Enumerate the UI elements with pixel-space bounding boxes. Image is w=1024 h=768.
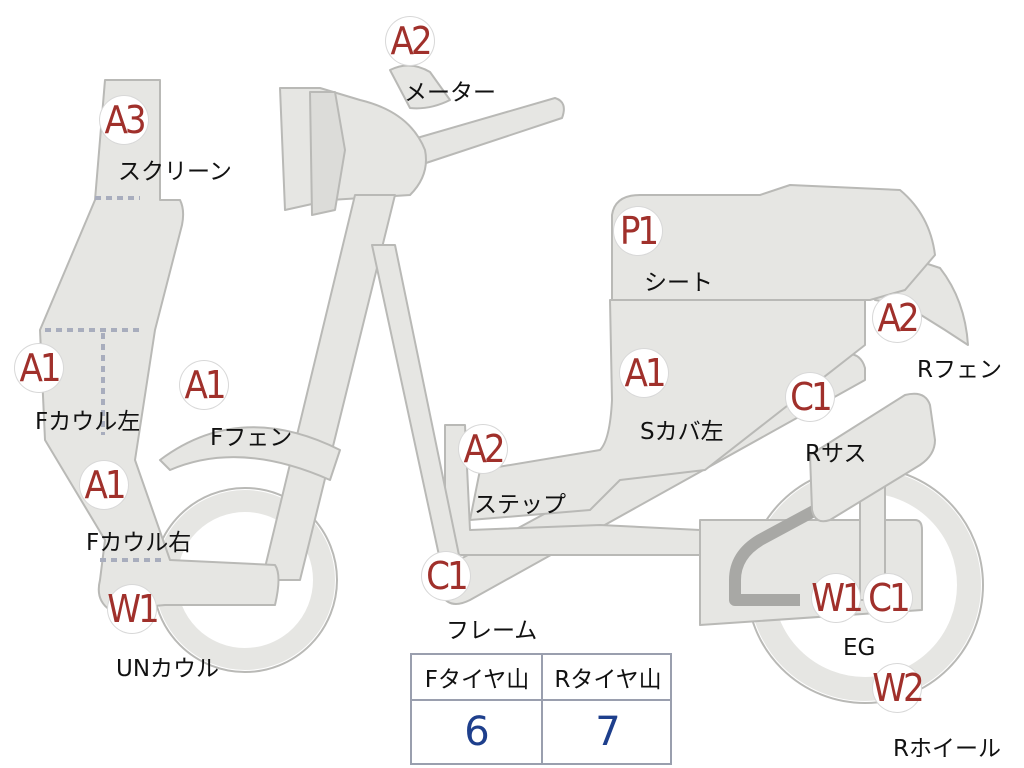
label-rwheel: Rホイール xyxy=(893,736,1001,762)
badge-step[interactable]: A2 xyxy=(459,425,507,473)
label-rsus: Rサス xyxy=(805,441,867,467)
label-step: ステップ xyxy=(474,492,566,518)
badge-screen[interactable]: A3 xyxy=(100,96,148,144)
badge-eg-c[interactable]: C1 xyxy=(864,574,912,622)
side-cover xyxy=(469,299,866,521)
label-eg: EG xyxy=(843,635,876,661)
badge-rwheel[interactable]: W2 xyxy=(872,664,925,712)
label-screen: スクリーン xyxy=(118,159,232,185)
header-rear-tire: Rタイヤ山 xyxy=(554,667,662,693)
front-fender-shape xyxy=(159,426,341,481)
badge-meter[interactable]: A2 xyxy=(386,17,434,65)
badge-fcowl-left[interactable]: A1 xyxy=(15,344,63,392)
value-rear-tire[interactable]: 7 xyxy=(595,709,621,755)
badge-rfender[interactable]: A2 xyxy=(873,294,921,342)
badge-rsus[interactable]: C1 xyxy=(786,373,834,421)
seat-shape xyxy=(611,184,936,301)
exhaust-pipe xyxy=(729,499,828,606)
label-fcowl-right: Fカウル右 xyxy=(86,530,192,556)
badge-ffender[interactable]: A1 xyxy=(180,361,228,409)
tire-tread-table: Fタイヤ山 Rタイヤ山 6 7 xyxy=(410,653,672,765)
label-ffender: Fフェン xyxy=(210,425,293,451)
handlebar xyxy=(409,97,565,166)
label-un-cowl: UNカウル xyxy=(116,656,220,682)
label-rfender: Rフェン xyxy=(917,357,1002,383)
table-divider-vertical xyxy=(541,655,543,763)
meter-pod xyxy=(389,64,451,110)
badge-fcowl-right[interactable]: A1 xyxy=(80,461,128,509)
badge-frame[interactable]: C1 xyxy=(422,552,470,600)
badge-eg-w[interactable]: W1 xyxy=(811,574,864,622)
headlight-rim xyxy=(309,91,346,216)
label-meter: メーター xyxy=(404,80,496,106)
label-scover-left: Sカバ左 xyxy=(640,419,724,445)
label-fcowl-left: Fカウル左 xyxy=(35,409,141,435)
label-seat: シート xyxy=(644,270,713,296)
value-front-tire[interactable]: 6 xyxy=(464,709,490,755)
label-frame: フレーム xyxy=(446,618,538,644)
badge-scover-left[interactable]: A1 xyxy=(620,349,668,397)
header-front-tire: Fタイヤ山 xyxy=(424,667,530,693)
shock-box xyxy=(809,392,936,523)
down-tube xyxy=(371,244,461,561)
badge-un-cowl[interactable]: W1 xyxy=(107,585,160,633)
badge-seat[interactable]: P1 xyxy=(614,207,662,255)
